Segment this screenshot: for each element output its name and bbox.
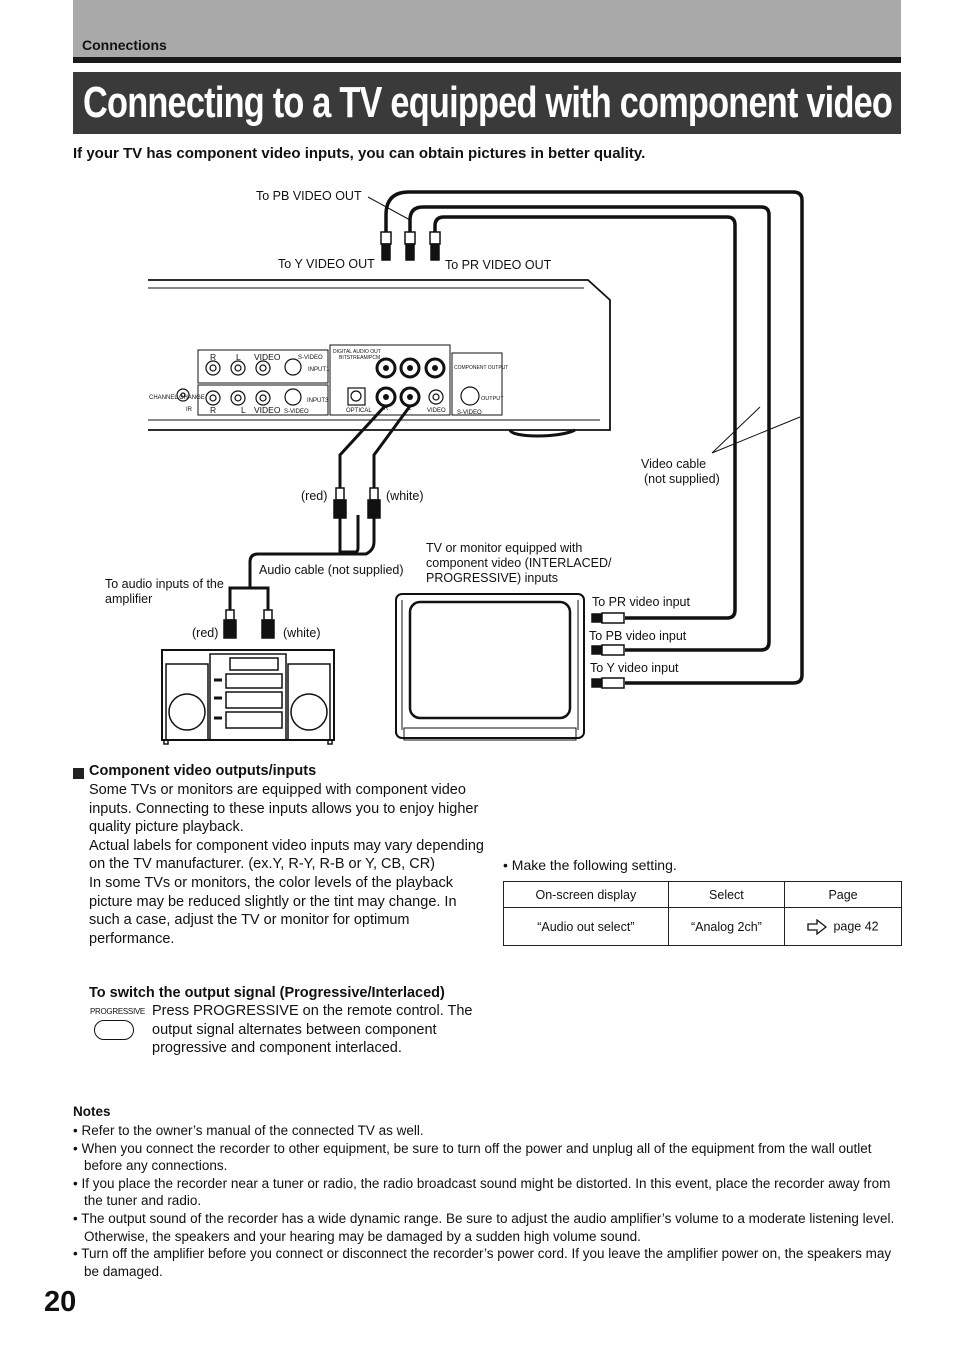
panel-output: OUTPUT (481, 396, 504, 402)
note-item: Refer to the owner’s manual of the conne… (73, 1122, 903, 1140)
note-item: Turn off the amplifier before you connec… (73, 1245, 903, 1280)
switch-body: Press PROGRESSIVE on the remote control.… (152, 1003, 473, 1057)
table-header-cell: Select (667, 881, 786, 908)
audio-plugs (223, 487, 381, 639)
panel-ir: IR (186, 407, 192, 413)
panel-l-3: L (241, 405, 246, 415)
label-amp-line2: amplifier (105, 592, 153, 606)
panel-optical: OPTICAL (346, 408, 372, 414)
video-cables (384, 190, 804, 685)
component-para-1: Some TVs or monitors are equipped with c… (89, 782, 479, 836)
label-to-y-video-input: To Y video input (590, 661, 679, 675)
panel-l-1: L (236, 352, 241, 362)
panel-s-video-1: S-VIDEO (298, 355, 323, 361)
label-to-pb-video-out: To PB VIDEO OUT (256, 189, 362, 203)
intro-text: If your TV has component video inputs, y… (73, 145, 646, 162)
tv-input-plugs (591, 612, 625, 689)
table-header-row: On-screen display Select Page (503, 881, 902, 908)
title-bar: Connecting to a TV equipped with compone… (73, 72, 901, 134)
bullet-square-icon (73, 768, 84, 779)
setting-instruction: • Make the following setting. (503, 857, 677, 873)
tv-graphic (395, 593, 585, 741)
panel-r-1: R (210, 352, 217, 362)
label-tv-line2: component video (INTERLACED/ (426, 556, 612, 570)
component-para-2: Actual labels for component video inputs… (89, 837, 484, 873)
section-header-bar (73, 0, 901, 58)
section-label: Connections (82, 37, 167, 53)
label-audio-cable: Audio cable (not supplied) (259, 563, 404, 577)
label-amp-white: (white) (283, 626, 321, 640)
page-number: 20 (44, 1286, 77, 1318)
panel-input3: INPUT3 (307, 398, 329, 404)
audio-cable (228, 404, 412, 620)
panel-component-output: COMPONENT OUTPUT (454, 365, 509, 371)
pb-leader-line (367, 196, 411, 221)
video-cable-leader (711, 406, 801, 454)
table-cell-select: “Analog 2ch” (667, 907, 786, 946)
progressive-button-label: PROGRESSIVE (90, 1007, 145, 1016)
label-amp-red: (red) (192, 626, 219, 640)
page-arrow-icon (807, 918, 828, 935)
switch-heading: To switch the output signal (Progressive… (89, 985, 445, 1001)
panel-r-3: R (210, 405, 217, 415)
connection-diagram: To PB VIDEO OUT To Y VIDEO OUT To PR VID… (0, 170, 954, 750)
diagram-graphic (148, 190, 804, 745)
notes-list: Refer to the owner’s manual of the conne… (73, 1122, 903, 1280)
section-rule (73, 57, 901, 63)
label-to-pb-video-input: To PB video input (589, 629, 687, 643)
table-cell-onscreen: “Audio out select” (503, 907, 669, 946)
input-jacks (176, 358, 480, 406)
panel-digital-audio-out: DIGITAL AUDIO OUT (333, 349, 381, 355)
page-title: Connecting to a TV equipped with compone… (83, 78, 901, 127)
panel-s-video-out: S-VIDEO (457, 410, 482, 416)
label-tv-line3: PROGRESSIVE) inputs (426, 571, 558, 585)
progressive-button-icon (94, 1020, 134, 1040)
label-audio-red: (red) (301, 489, 328, 503)
panel-video-1: VIDEO (254, 352, 281, 362)
label-amp-line1: To audio inputs of the (105, 577, 224, 591)
panel-r-out: R (384, 406, 389, 412)
label-to-pr-video-out: To PR VIDEO OUT (445, 258, 552, 272)
table-header-cell: Page (784, 881, 902, 908)
label-video-cable-not-supplied: (not supplied) (644, 472, 720, 486)
amplifier-graphic (161, 649, 335, 745)
panel-input1: INPUT1 (308, 367, 330, 373)
panel-s-video-3: S-VIDEO (284, 409, 309, 415)
component-heading: Component video outputs/inputs (89, 763, 317, 779)
component-body: Some TVs or monitors are equipped with c… (89, 781, 484, 948)
table-row: “Audio out select” “Analog 2ch” page 42 (503, 907, 902, 946)
recorder-outline (148, 279, 611, 431)
note-item: If you place the recorder near a tuner o… (73, 1175, 903, 1210)
label-tv-line1: TV or monitor equipped with (426, 541, 583, 555)
component-para-3: In some TVs or monitors, the color level… (89, 874, 457, 947)
panel-video-out: VIDEO (427, 408, 446, 414)
video-out-plugs (380, 231, 441, 261)
panel-bitstream-pcm: BITSTREAM/PCM (339, 355, 381, 361)
settings-table: On-screen display Select Page “Audio out… (503, 881, 902, 946)
note-item: When you connect the recorder to other e… (73, 1140, 903, 1175)
label-to-pr-video-input: To PR video input (592, 595, 690, 609)
notes-heading: Notes (73, 1104, 111, 1119)
panel-l-out: L (408, 406, 412, 412)
label-to-y-video-out: To Y VIDEO OUT (278, 257, 375, 271)
table-header-cell: On-screen display (503, 881, 669, 908)
panel-channel-change: CHANNEL CHANGE (149, 395, 205, 401)
label-video-cable: Video cable (641, 457, 707, 471)
page-reference[interactable]: page 42 (833, 918, 879, 933)
panel-video-3: VIDEO (254, 405, 281, 415)
label-audio-white: (white) (386, 489, 424, 503)
note-item: The output sound of the recorder has a w… (73, 1210, 903, 1245)
table-cell-page: page 42 (784, 907, 902, 946)
